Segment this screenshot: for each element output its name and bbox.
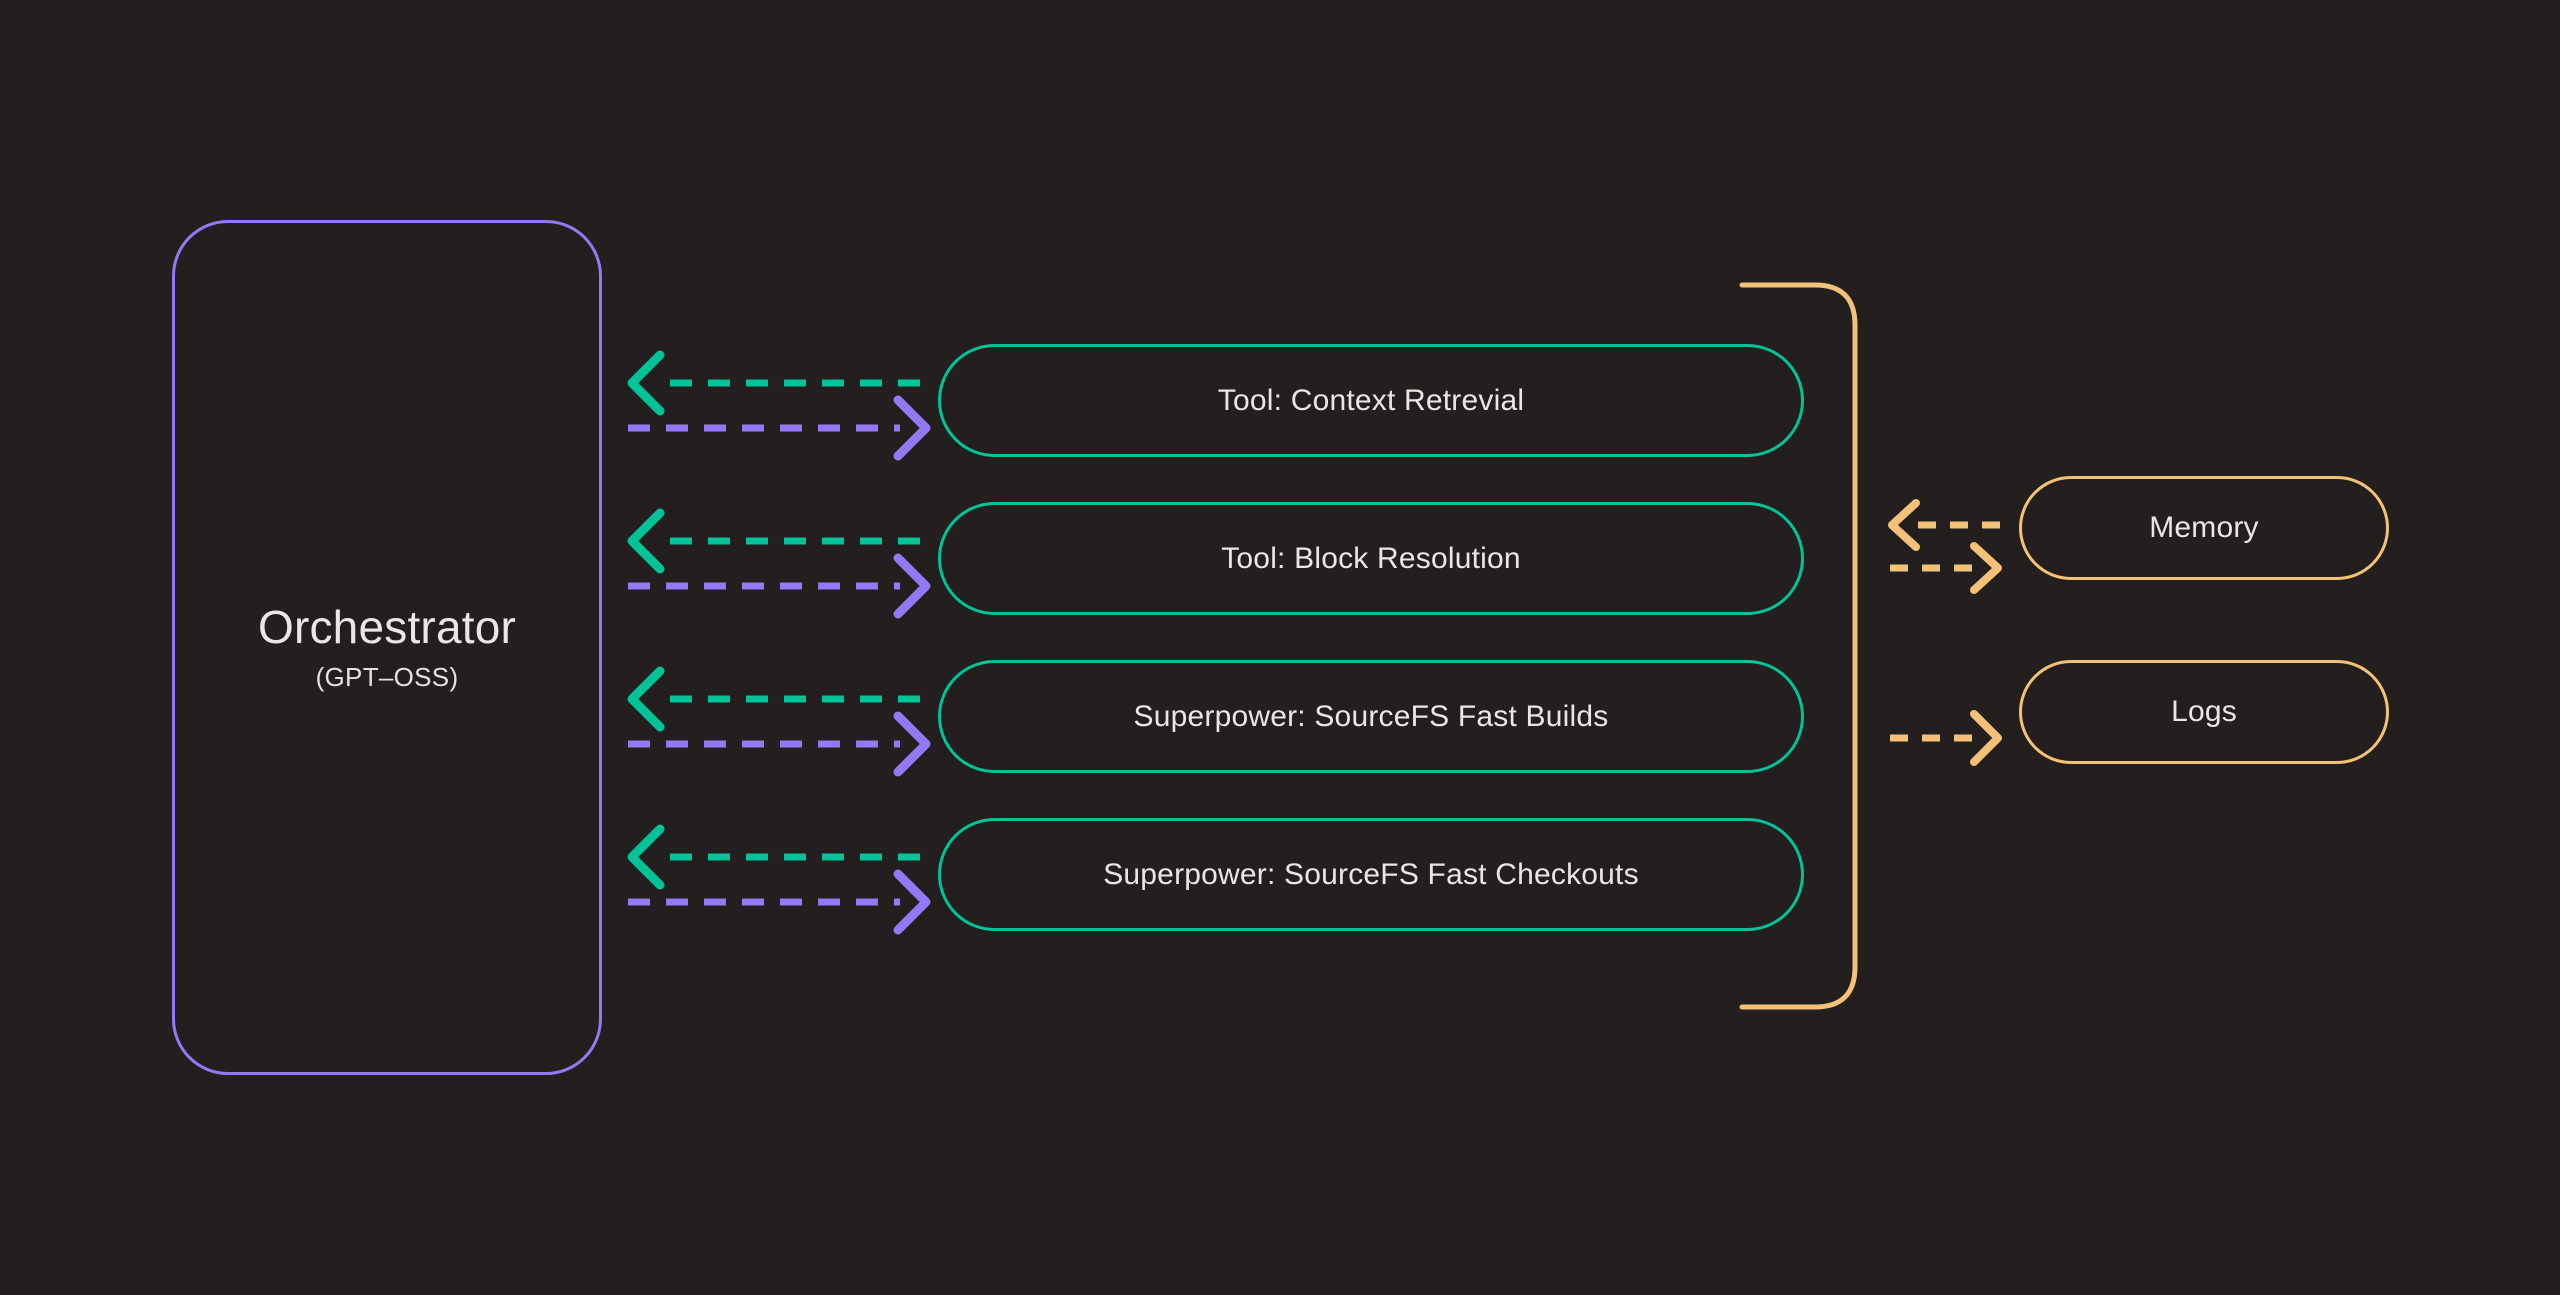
tool-node-sourcefs-fast-builds[interactable]: Superpower: SourceFS Fast Builds bbox=[938, 660, 1804, 773]
store-label: Memory bbox=[2149, 511, 2259, 544]
arrow-head-left-response-3 bbox=[627, 666, 665, 732]
store-label: Logs bbox=[2171, 695, 2237, 728]
tool-label: Tool: Block Resolution bbox=[1221, 541, 1521, 575]
tool-label: Tool: Context Retrevial bbox=[1217, 383, 1525, 417]
arrow-head-left-response-1 bbox=[627, 350, 665, 416]
connector-logs bbox=[1890, 710, 2002, 766]
arrow-head-right-request-1 bbox=[893, 395, 931, 461]
arrow-head-left-response-2 bbox=[627, 508, 665, 574]
store-node-memory[interactable]: Memory bbox=[2019, 476, 2389, 580]
connector-memory bbox=[1888, 499, 2002, 594]
connector-row-1 bbox=[627, 350, 931, 461]
arrow-head-right-request-3 bbox=[893, 711, 931, 777]
arrow-head-left-response-4 bbox=[627, 824, 665, 890]
connector-row-2 bbox=[627, 508, 931, 619]
connector-row-3 bbox=[627, 666, 931, 777]
store-node-logs[interactable]: Logs bbox=[2019, 660, 2389, 764]
tool-node-sourcefs-fast-checkouts[interactable]: Superpower: SourceFS Fast Checkouts bbox=[938, 818, 1804, 931]
orchestrator-subtitle: (GPT–OSS) bbox=[315, 662, 459, 693]
orchestrator-node[interactable]: Orchestrator (GPT–OSS) bbox=[172, 220, 602, 1075]
tool-node-block-resolution[interactable]: Tool: Block Resolution bbox=[938, 502, 1804, 615]
orchestrator-title: Orchestrator bbox=[257, 600, 517, 653]
arrow-head-right-memory-write bbox=[1970, 542, 2002, 594]
arrow-head-right-request-4 bbox=[893, 869, 931, 935]
connector-row-4 bbox=[627, 824, 931, 935]
arrow-head-right-request-2 bbox=[893, 553, 931, 619]
arrow-head-right-logs-write bbox=[1970, 710, 2002, 766]
tool-node-context-retrevial[interactable]: Tool: Context Retrevial bbox=[938, 344, 1804, 457]
tool-label: Superpower: SourceFS Fast Checkouts bbox=[1103, 857, 1639, 891]
arrow-head-left-memory-read bbox=[1888, 499, 1920, 551]
tool-label: Superpower: SourceFS Fast Builds bbox=[1133, 699, 1609, 733]
